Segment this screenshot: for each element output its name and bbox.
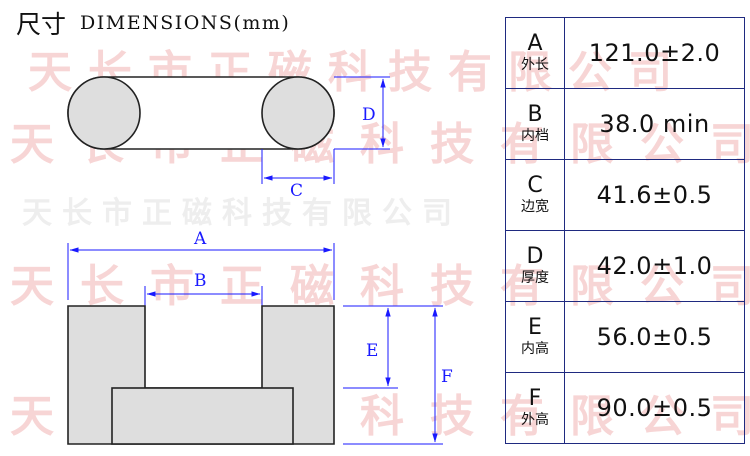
- dimension-value: 121.0±2.0: [564, 17, 745, 89]
- dimension-code-cell: A 外长: [505, 17, 565, 89]
- label-a: A: [193, 229, 207, 249]
- dimension-name: 厚度: [521, 270, 549, 286]
- dimension-name: 内高: [521, 341, 549, 357]
- dimension-code-cell: B 内档: [505, 88, 565, 160]
- dimension-f: F: [343, 305, 453, 445]
- dimension-code: F: [528, 386, 542, 411]
- table-row: C 边宽 41.6±0.5: [505, 159, 745, 231]
- dimension-code: E: [528, 315, 542, 340]
- dimension-code: A: [527, 31, 543, 56]
- dimension-value: 38.0 min: [564, 88, 745, 160]
- table-row: E 内高 56.0±0.5: [505, 301, 745, 373]
- front-view-bar: [111, 387, 294, 445]
- dimension-value: 56.0±0.5: [564, 301, 745, 373]
- table-row: D 厚度 42.0±1.0: [505, 230, 745, 302]
- dimension-value: 90.0±0.5: [564, 372, 745, 444]
- page-title: 尺寸 DIMENSIONS(mm): [16, 8, 291, 39]
- dimension-code-cell: D 厚度: [505, 230, 565, 302]
- dimension-name: 内档: [521, 128, 549, 144]
- dimension-code: B: [527, 102, 543, 127]
- top-view-left-end: [67, 76, 141, 150]
- label-f: F: [441, 367, 453, 387]
- dimension-code: C: [527, 173, 543, 198]
- dimension-drawing: D C A B E F: [67, 76, 453, 445]
- table-row: B 内档 38.0 min: [505, 88, 745, 160]
- dimension-b: B: [144, 271, 263, 306]
- dimension-name: 外高: [521, 412, 549, 428]
- dimension-code-cell: E 内高: [505, 301, 565, 373]
- dimension-a: A: [67, 229, 335, 300]
- title-en: DIMENSIONS(mm): [80, 12, 291, 34]
- dimension-name: 边宽: [521, 199, 549, 215]
- dimensions-table: A 外长 121.0±2.0 B 内档 38.0 min C 边宽 41.6±0…: [505, 17, 745, 444]
- dimension-value: 42.0±1.0: [564, 230, 745, 302]
- table-row: A 外长 121.0±2.0: [505, 17, 745, 89]
- title-cn: 尺寸: [16, 10, 67, 39]
- dimension-c: C: [261, 149, 335, 201]
- dimension-name: 外长: [521, 57, 549, 73]
- top-view-right-end: [261, 76, 335, 150]
- label-c: C: [290, 181, 303, 201]
- label-d: D: [362, 105, 376, 125]
- label-b: B: [194, 271, 207, 291]
- dimension-value: 41.6±0.5: [564, 159, 745, 231]
- dimension-e: E: [343, 305, 398, 389]
- dimension-d: D: [334, 76, 390, 150]
- top-view: [67, 76, 335, 150]
- dimension-code: D: [526, 244, 544, 269]
- front-view: [67, 305, 335, 445]
- dimension-code-cell: C 边宽: [505, 159, 565, 231]
- dimension-code-cell: F 外高: [505, 372, 565, 444]
- table-row: F 外高 90.0±0.5: [505, 372, 745, 444]
- label-e: E: [366, 341, 378, 361]
